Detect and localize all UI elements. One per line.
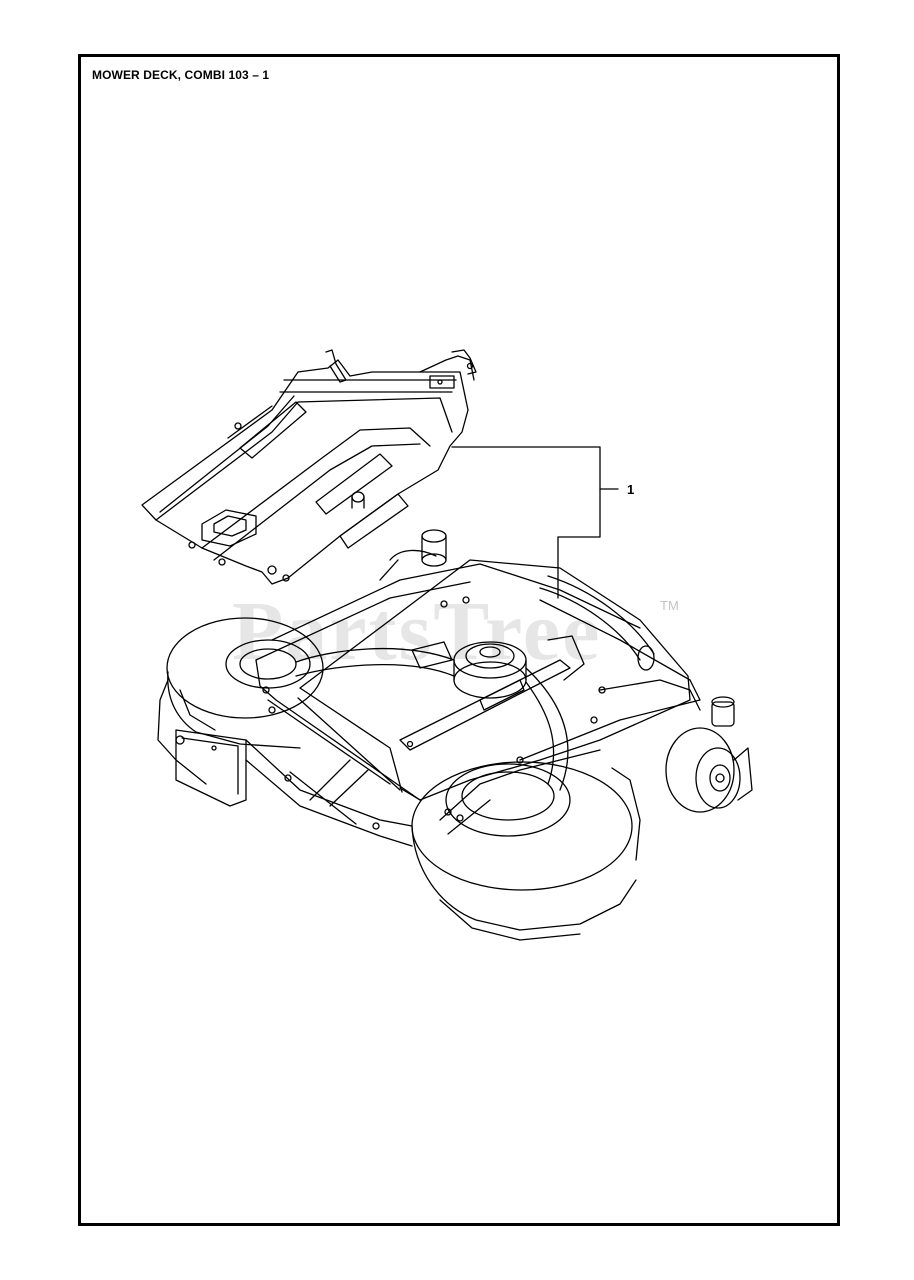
callout-leader [451, 446, 619, 599]
diagram-border [78, 54, 840, 1226]
mounting-frame-drawing [141, 349, 477, 585]
watermark-trademark: TM [660, 598, 679, 613]
mower-deck-drawing [157, 529, 753, 941]
page-title: MOWER DECK, COMBI 103 – 1 [92, 68, 270, 82]
callout-label-1: 1 [627, 482, 635, 497]
